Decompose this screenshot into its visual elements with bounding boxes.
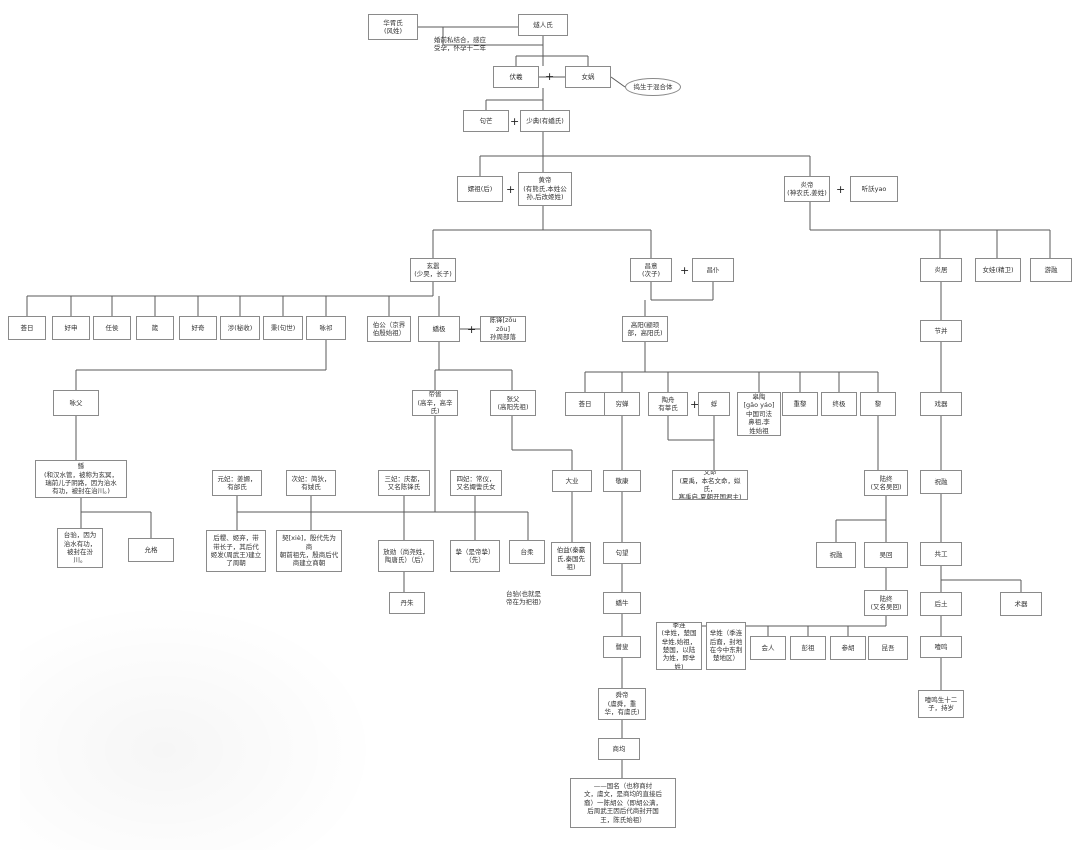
node-shangjun-note: ——国名（也称商纣 文，虞文，是商均的直接后 裔）一陈胡公（即胡公满， 后周武王… [570,778,676,828]
node-fuxi-y: 皋陶 [gāo yáo] 中国司法 鼻祖,李 姓始祖 [737,392,781,436]
node-kunwu: 会人 [750,636,786,660]
node-anxuan: 昆吾 [868,636,908,660]
node-huaxu: 华胥氏 (风姓) [368,14,418,40]
node-jiangyuan: 元妃：姜嫄， 有邰氏 [212,470,262,496]
node-fuxi: 伏羲 [493,66,539,88]
node-lei: 黎 [860,392,896,416]
node-taibai: 台柔 [509,540,545,564]
node-dihui: 帝喾 (高辛，高辛氏) [412,390,458,416]
note-taibai: 台骀(也就是 帝在为祀祖) [506,590,542,607]
node-peng: 参胡 [830,636,866,660]
node-jilian: 季连 (芈姓，楚国 芈姓,始祖， 楚国，以陆 为姓，即芈 姓) [656,622,702,670]
node-mufu: 伯公（京界 伯殷始祖） [367,316,411,342]
node-a1: 荟日 [8,316,46,340]
node-a2: 好申 [52,316,90,340]
node-danzhu: 丹朱 [389,592,425,614]
node-zhongli: 终极 [821,392,857,416]
node-a8: 咏祁 [306,316,346,340]
node-yandi: 炎帝 (神农氏,姜姓) [784,176,830,202]
node-nvwa-note: 捣生于混合体 [625,78,681,96]
node-gonggong: 共工 [920,542,962,566]
node-a7: 秉(句世) [263,316,303,340]
node-xuanxiao: 玄嚣 (少昊，长子) [410,258,456,282]
node-zhongrong: 张父 (高阳先祖) [490,390,536,416]
node-qingdu: 三妃：庆都， 又名陈锋氏 [378,470,430,496]
connector-line [610,76,626,88]
node-jingkang: 敬康 [603,470,641,492]
node-houtu: 后土 [920,592,962,616]
node-qiongchan: 穷蝉 [604,392,640,416]
node-xiqi: 戏器 [920,392,962,416]
node-luzhong: 陆终 (又名吴回) [864,470,908,496]
node-canhu: 彭祖 [790,636,826,660]
node-shushan: 昌仆 [692,258,734,282]
node-shangjun: 商均 [598,738,640,760]
node-daye: 大业 [552,470,592,492]
plus-sign: + [545,70,555,83]
background-smudge [20,600,380,850]
node-daye-note: 伯益(秦赢 氏,秦国先 祖) [551,542,591,576]
plus-sign: + [836,183,846,196]
node-qiaoji: 蟜极 [418,316,460,342]
node-a3: 任侯 [93,316,131,340]
node-yao: 放勋（尚尧姓， 陶唐氏）（后） [378,540,434,572]
node-houji: 后稷、姬弃，带 带长子，其后代 姬发(周武王)建立 了周朝 [206,530,266,572]
node-yeming: 噎鸣 [920,636,962,658]
node-changyi: 昌意 (次子) [630,258,672,282]
node-wuhui: 吴回 [864,542,908,568]
node-a5: 好奇 [179,316,217,340]
plus-sign: + [680,264,690,277]
node-yuning: 游融 [1030,258,1072,282]
plus-sign: + [467,323,477,336]
node-zhurong2: 祝融 [920,470,962,494]
node-chongli: 重黎 [782,392,818,416]
node-zhurong: 祝融 [816,542,856,568]
node-gaoshen: 陶舟 有莘氏 [648,392,688,416]
node-luzhong2: 陆终 (又名吴回) [864,590,908,616]
node-tingyao: 听訞yao [850,176,898,202]
node-yeming-note: 噎鸣生十二 子，持岁 [918,690,964,718]
node-zhuanxu: 高阳(颛顼 部，高阳氏) [622,316,668,342]
node-suiren: 燧人氏 [518,14,568,36]
node-jushang: 句望 [603,542,641,564]
node-huangdi: 黄帝 (有熊氏,本姓公 孙,后改姬姓) [518,172,572,206]
node-shun: 舜帝 (虞舜，重 华，有虞氏) [598,688,646,720]
node-jiuqin: 咏父 [53,390,99,416]
node-gusou: 瞽叟 [603,636,641,658]
node-shaodian: 少典(有蟜氏) [520,110,570,132]
plus-sign: + [510,115,520,128]
node-taibai-child: 荟日 [565,392,605,416]
node-yunge: 允格 [128,538,174,562]
node-gun: 鲧 (和汉水管，被称为玄冥， 瑞前儿子阴路，因为治水 有功，被封在治川。) [35,460,127,498]
node-shu: 术器 [1000,592,1042,616]
node-tai: 台骀，因为 治水有功， 被封在汾 川。 [57,528,103,568]
node-changyi2: 四妃：常仪， 又名娵訾氏女 [450,470,502,496]
node-qiaoniu: 蟜牛 [603,592,641,614]
node-shumu: 蜉 [698,392,730,416]
node-jiebing: 节并 [920,320,962,342]
node-jilian-note: 芈姓（季连 后裔，封地 在今中东荆 楚地区） [706,622,746,670]
node-zhi: 挚（是帝挚） （先） [450,540,500,572]
node-chenfeng: 陈锋[zōu zōu] 孙周部落 [480,316,526,342]
node-jiandi: 次妃：简狄， 有娀氏 [286,470,336,496]
plus-sign: + [506,183,516,196]
node-wenming: 文命 (夏禹，本名文命，姒氏， 寒禹启,夏朝开国君主) [672,470,748,500]
node-yanju: 炎居 [920,258,962,282]
node-gouchen: 句芒 [463,110,509,132]
plus-sign: + [690,398,700,411]
node-nvjiao: 女娃(精卫) [975,258,1021,282]
node-leizu: 嫘祖(后) [457,176,503,202]
node-a4: 箴 [136,316,174,340]
note-marriage: 婚前私结合，感应 受孕，怀孕十二年 [434,36,486,53]
node-nvwa: 女娲 [565,66,611,88]
node-a6: 涉(秘收) [220,316,260,340]
node-xie: 契[xiè]，殷代先为商 朝前祖先，殷商后代 商建立商朝 [276,530,342,572]
